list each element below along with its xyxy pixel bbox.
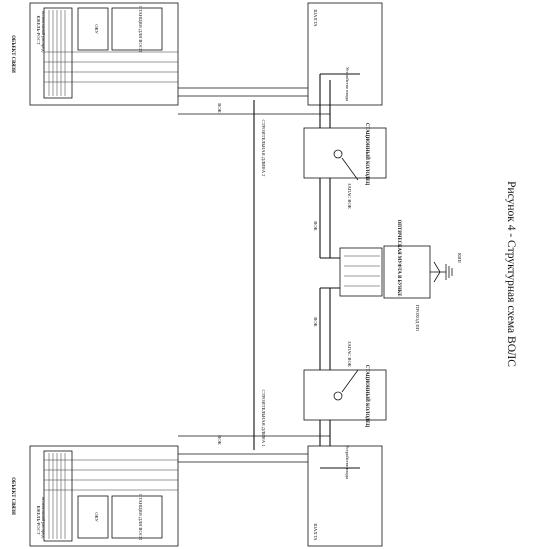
top-object-cable-label: ВОК (217, 103, 222, 113)
bottom-odf-label: ОКУ (94, 512, 99, 522)
bottom-shaft-label: ШАХТА (313, 523, 318, 541)
upper-link-cable-label: ВОК (313, 221, 318, 231)
road-2-label: СТРОИТЕЛЬНАЯ ДЛИНА 2 (261, 120, 266, 178)
bottom-odf-box (77, 495, 109, 539)
top-reserve-coil-icon (333, 149, 343, 159)
road-2-segment (178, 100, 330, 272)
pass-label: ПРОХОД ПП (415, 305, 420, 332)
top-entry-label: Устройство ввода (345, 67, 350, 101)
top-rack-label: КЖЕЛЬ-РОСТ (36, 15, 41, 44)
top-station-label: СТАНЦИЯ ДЛЯ ВОСП (138, 6, 143, 53)
bottom-communication-object (29, 445, 383, 547)
lower-link-cable-label: ВОК (313, 317, 318, 327)
top-shaft-frame (307, 2, 383, 106)
bottom-station-box (111, 495, 163, 539)
optical-coupling-block (320, 245, 453, 299)
top-distribution-rack (43, 7, 73, 99)
coupling-bunker-box (383, 245, 431, 299)
top-object-title: ОБЪЕКТ СВЯЗИ (10, 35, 15, 73)
top-well-box (303, 127, 387, 179)
top-odf-label: ОКУ (94, 24, 99, 34)
top-station-box (111, 7, 163, 51)
top-shaft-label: ШАХТА (313, 9, 318, 27)
top-rack-sublabel: волоконный распред. (41, 11, 46, 52)
kip-label: КИП (457, 253, 462, 263)
coupling-connector (339, 247, 383, 297)
figure-caption: Рисунок 4 - Структурная схема ВОЛС (505, 181, 517, 367)
bottom-distribution-rack (43, 450, 73, 542)
bottom-well (303, 369, 387, 468)
bottom-well-box (303, 369, 387, 421)
top-odf-box (77, 7, 109, 51)
road-1-label: СТРОИТЕЛЬНАЯ ДЛИНА 1 (261, 390, 266, 448)
road-1-segment (178, 272, 330, 450)
bottom-rack-label: КЖЕЛЬ-РОСТ (36, 505, 41, 534)
bottom-object-title: ОБЪЕКТ СВЯЗИ (10, 477, 15, 515)
bottom-reserve-coil-icon (333, 391, 343, 401)
top-well-label: СТАЦИОННЫЙ КОЛОДЕЦ (364, 123, 370, 186)
bottom-well-label: СТАЦИОННЫЙ КОЛОДЕЦ (364, 365, 370, 428)
bottom-rack-sublabel: волоконный распред. (41, 497, 46, 538)
bottom-station-label: СТАНЦИЯ ДЛЯ ВОСП (138, 494, 143, 541)
kip-symbol-icon (433, 261, 441, 283)
bottom-object-cable-label: ВОК (217, 435, 222, 445)
lower-link-segment (319, 288, 331, 370)
top-well (303, 127, 387, 258)
bottom-reserve-label: ЗАПАС ВОК (347, 341, 352, 368)
bottom-entry-label: Устройство ввода (345, 445, 350, 479)
top-communication-object (29, 2, 383, 130)
coupling-label: ОПТИЧЕСКАЯ МУФТА В БУНКЕ (396, 220, 401, 297)
top-reserve-label: ЗАПАС ВОК (347, 183, 352, 210)
bottom-shaft-frame (307, 445, 383, 547)
